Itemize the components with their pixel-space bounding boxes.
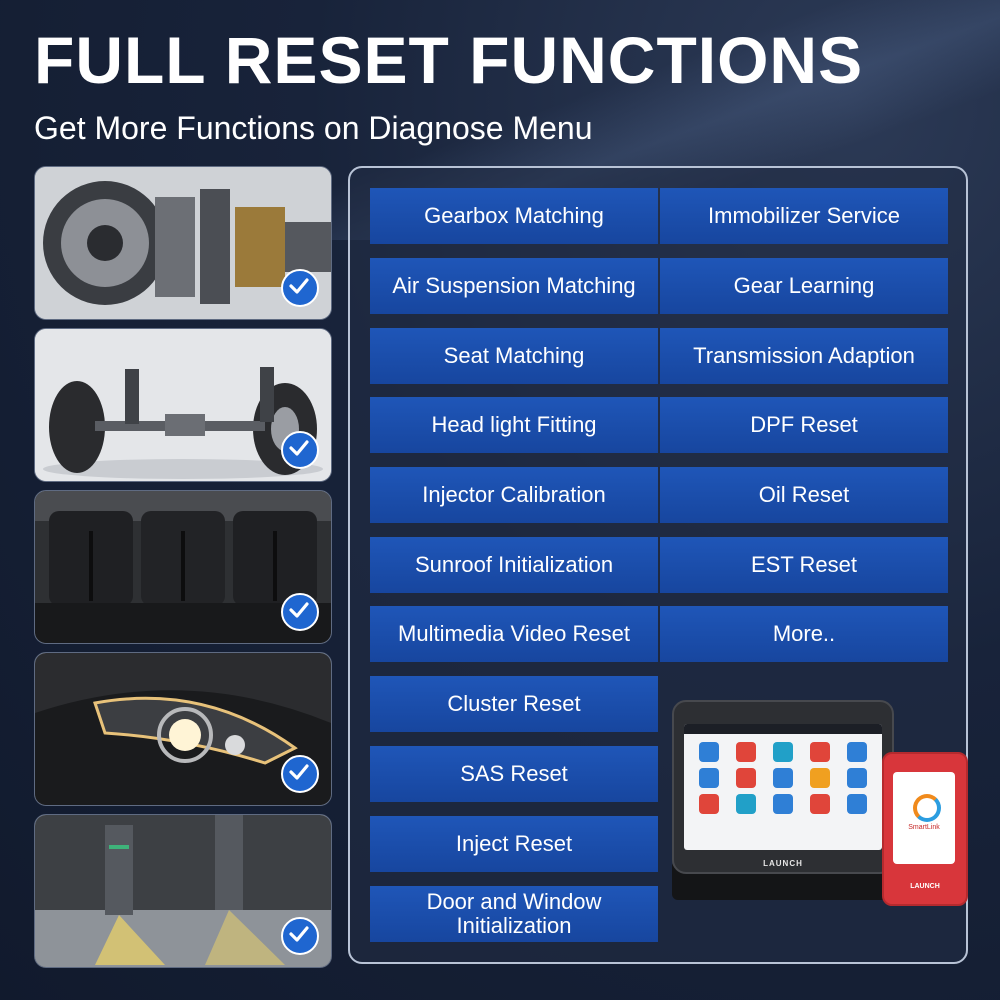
tablet-status-bar <box>684 724 882 734</box>
checkmark-icon <box>281 755 319 793</box>
function-gearbox-matching: Gearbox Matching <box>370 188 658 244</box>
app-icon <box>846 768 867 788</box>
app-icon <box>736 794 757 814</box>
function-more: More.. <box>660 606 948 662</box>
injector-illustration <box>35 815 331 967</box>
function-head-light-fitting: Head light Fitting <box>370 397 658 453</box>
app-icon <box>736 768 757 788</box>
function-sas-reset: SAS Reset <box>370 746 658 802</box>
function-est-reset: EST Reset <box>660 537 948 593</box>
function-gear-learning: Gear Learning <box>660 258 948 314</box>
checkmark-icon <box>281 593 319 631</box>
page-subtitle: Get More Functions on Diagnose Menu <box>34 110 593 146</box>
app-icon <box>772 794 793 814</box>
diagnostic-tablet: LAUNCH <box>672 700 894 874</box>
function-transmission-adaption: Transmission Adaption <box>660 328 948 384</box>
function-multimedia-video-reset: Multimedia Video Reset <box>370 606 658 662</box>
function-cluster-reset: Cluster Reset <box>370 676 658 732</box>
tablet-screen <box>684 724 882 850</box>
vci-screen: SmartLink <box>893 772 955 864</box>
app-icon <box>846 742 867 762</box>
function-sunroof-initialization: Sunroof Initialization <box>370 537 658 593</box>
gearbox-image <box>34 166 332 320</box>
checkmark-icon <box>281 917 319 955</box>
function-oil-reset: Oil Reset <box>660 467 948 523</box>
function-immobilizer-service: Immobilizer Service <box>660 188 948 244</box>
headlight-image <box>34 652 332 806</box>
app-icon <box>772 768 793 788</box>
page-title: FULL RESET FUNCTIONS <box>34 23 864 97</box>
checkmark-icon <box>281 431 319 469</box>
vci-label: SmartLink <box>908 824 940 831</box>
app-icon <box>699 742 720 762</box>
app-icon <box>846 794 867 814</box>
gearbox-illustration <box>35 167 331 319</box>
app-icon <box>809 742 830 762</box>
function-dpf-reset: DPF Reset <box>660 397 948 453</box>
function-seat-matching: Seat Matching <box>370 328 658 384</box>
suspension-illustration <box>35 329 331 481</box>
app-icon <box>699 768 720 788</box>
app-icon <box>809 794 830 814</box>
app-icon <box>809 768 830 788</box>
function-injector-calibration: Injector Calibration <box>370 467 658 523</box>
vci-dongle: SmartLink LAUNCH <box>882 752 968 906</box>
app-icon <box>699 794 720 814</box>
function-inject-reset: Inject Reset <box>370 816 658 872</box>
vci-brand-label: LAUNCH <box>910 883 940 890</box>
app-icon <box>736 742 757 762</box>
function-door-window-initialization: Door and Window Initialization <box>370 886 658 942</box>
tablet-app-grid <box>684 734 882 822</box>
checkmark-icon <box>281 269 319 307</box>
seats-image <box>34 490 332 644</box>
smartlink-logo-icon <box>913 794 941 822</box>
injector-image <box>34 814 332 968</box>
app-icon <box>772 742 793 762</box>
tablet-brand-label: LAUNCH <box>763 859 803 868</box>
suspension-image <box>34 328 332 482</box>
headlight-illustration <box>35 653 331 805</box>
function-air-suspension-matching: Air Suspension Matching <box>370 258 658 314</box>
